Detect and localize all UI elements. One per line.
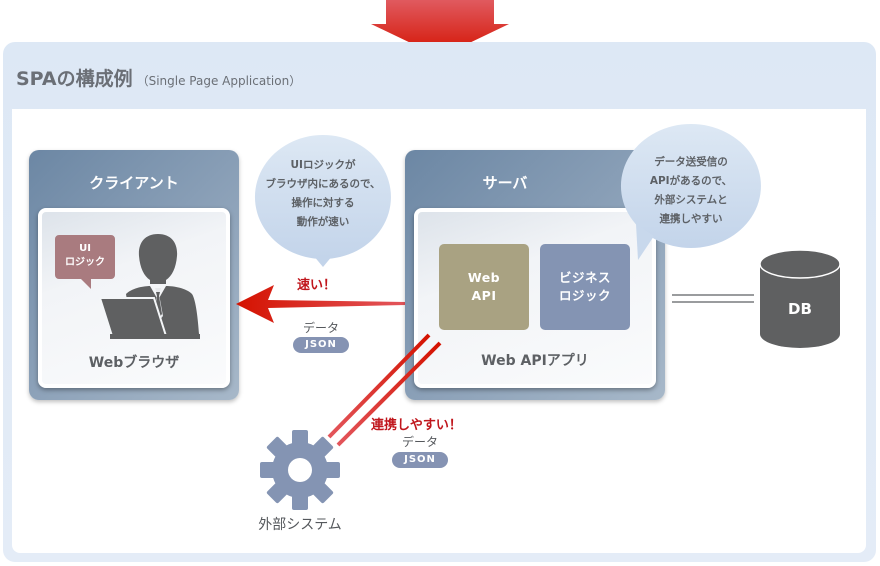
api-callout-line-1: データ送受信の: [654, 156, 728, 168]
title-sub: （Single Page Application）: [136, 74, 302, 88]
gear-icon: [260, 430, 340, 510]
client-box: クライアント UI ロジック Webブラウザ: [29, 150, 239, 400]
speed-callout-line-4: 動作が速い: [296, 216, 350, 228]
title-main: SPAの構成例: [16, 68, 133, 90]
web-browser-label: Webブラウザ: [88, 355, 180, 371]
database-icon: [759, 249, 841, 348]
api-callout-line-3: 外部システムと: [654, 194, 728, 206]
web-api-line-1: Web: [467, 270, 501, 285]
api-callout-line-4: 連携しやすい: [659, 213, 723, 225]
business-logic-line-1: ビジネス: [558, 270, 611, 285]
fast-label: 速い！: [297, 278, 337, 293]
web-api-line-2: API: [471, 288, 497, 303]
business-logic-line-2: ロジック: [558, 288, 611, 303]
speed-callout-bubble: [254, 135, 391, 267]
server-title: サーバ: [482, 174, 528, 192]
page-title: SPAの構成例（Single Page Application）: [16, 64, 301, 91]
external-json-badge: JSON: [392, 452, 448, 468]
api-callout-line-2: APIがあるので、: [649, 175, 733, 187]
ui-logic-label: UI ロジック: [55, 242, 115, 270]
api-callout-bubble: [620, 124, 761, 260]
ui-logic-line-2: ロジック: [65, 257, 105, 268]
fast-json-badge: JSON: [293, 337, 349, 353]
fast-data-arrow: [236, 285, 406, 323]
db-label: DB: [788, 300, 812, 318]
web-api-app-label: Web APIアプリ: [481, 353, 589, 369]
db-connector: [672, 294, 754, 303]
external-connector: [327, 333, 442, 447]
ui-logic-line-1: UI: [79, 243, 91, 254]
speed-callout-line-2: ブラウザ内にあるので、: [265, 178, 381, 190]
business-logic-tile: ビジネス ロジック: [540, 244, 630, 330]
client-title: クライアント: [89, 174, 179, 192]
external-data-label: データ: [401, 435, 438, 449]
web-api-app-card: Web API ビジネス ロジック Web APIアプリ: [414, 208, 656, 388]
speed-callout-line-1: UIロジックが: [290, 159, 356, 171]
web-api-tile: Web API: [439, 244, 529, 330]
web-browser-card: UI ロジック Webブラウザ: [38, 208, 230, 388]
ui-logic-bubble-shape: [55, 235, 115, 289]
down-arrow-icon: [371, 0, 509, 57]
speed-callout-line-3: 操作に対する: [291, 197, 355, 209]
user-at-laptop-icon: [98, 234, 200, 339]
fast-data-label: データ: [302, 321, 339, 335]
external-label: 連携しやすい！: [371, 418, 462, 433]
speed-callout-text: UIロジックが ブラウザ内にあるので、 操作に対する 動作が速い: [253, 156, 393, 232]
external-system-label: 外部システム: [258, 517, 342, 533]
api-callout-text: データ送受信の APIがあるので、 外部システムと 連携しやすい: [618, 153, 764, 229]
